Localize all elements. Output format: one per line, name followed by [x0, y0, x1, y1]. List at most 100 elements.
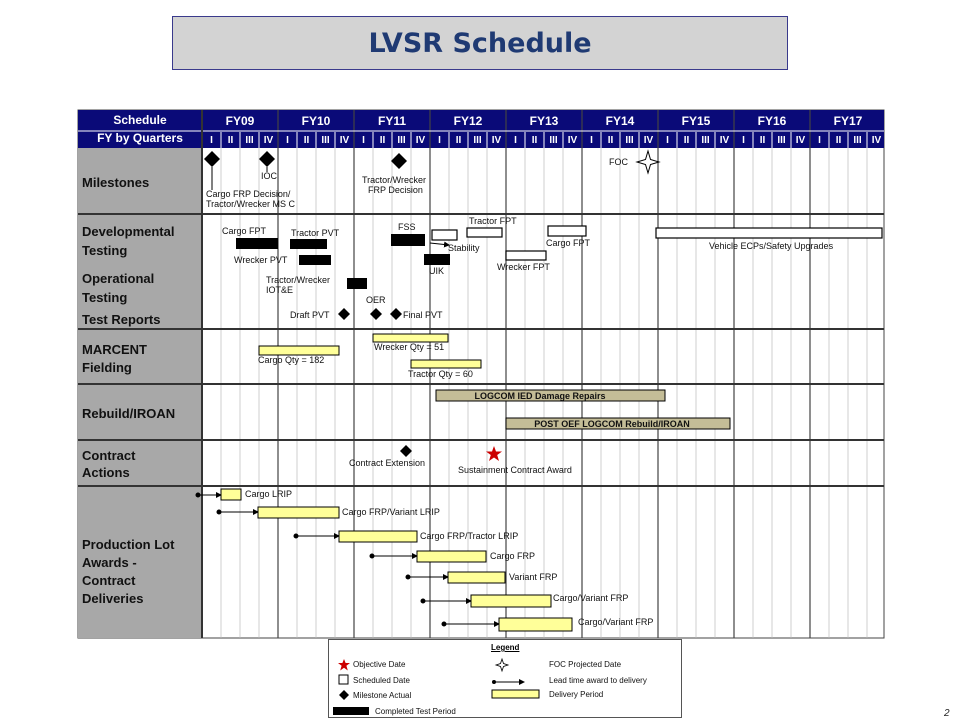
label-post-oef: POST OEF LOGCOM Rebuild/IROAN [534, 419, 690, 429]
label-cargo-variant-frp-2: Cargo/Variant FRP [578, 617, 653, 627]
quarter-label: IV [872, 135, 882, 146]
quarter-label: III [397, 135, 406, 146]
quarter-label: IV [720, 135, 730, 146]
label-wrecker-pvt: Wrecker PVT [234, 255, 288, 265]
schedule-header: Schedule [113, 113, 167, 127]
scheduled-test-box [547, 225, 587, 237]
quarter-label: IV [264, 135, 274, 146]
quarter-label: IV [416, 135, 426, 146]
quarter-label: I [742, 135, 745, 146]
quarter-label: I [590, 135, 593, 146]
quarter-label: II [608, 135, 614, 146]
label-foc: FOC [609, 157, 628, 167]
quarter-label: II [836, 135, 842, 146]
legend-scheduled-box-icon [338, 674, 349, 685]
quarter-label: III [777, 135, 786, 146]
delivery-bar [220, 488, 242, 501]
legend-objective-date: Objective Date [353, 660, 406, 669]
label-tw-frp-1: Tractor/Wrecker [362, 175, 426, 185]
year-label: FY09 [226, 114, 255, 128]
label-oer: OER [366, 295, 386, 305]
year-label: FY16 [758, 114, 787, 128]
legend-objective-star-icon [338, 659, 350, 671]
milestone-diamond [259, 151, 275, 167]
quarter-label: I [210, 135, 213, 146]
delivery-bar [338, 530, 418, 543]
row-rebuild: Rebuild/IROAN [82, 406, 175, 421]
row-op-testing-1: Operational [82, 271, 154, 286]
label-tractor-wrecker-msc: Tractor/Wrecker MS C [206, 199, 296, 209]
year-label: FY11 [378, 114, 406, 128]
quarter-label: II [380, 135, 386, 146]
milestone-diamond [204, 151, 220, 167]
row-test-reports: Test Reports [82, 312, 161, 327]
label-cargo-fpt-2: Cargo FPT [546, 238, 591, 248]
milestone-diamond [370, 308, 382, 320]
completed-test-bar [391, 234, 425, 246]
row-op-testing-2: Testing [82, 290, 127, 305]
milestone-diamond [400, 445, 412, 457]
completed-test-bar [290, 239, 327, 249]
post-oef-bar [505, 417, 731, 430]
quarter-label: I [362, 135, 365, 146]
quarter-label: III [701, 135, 710, 146]
row-dev-testing-2: Testing [82, 243, 127, 258]
milestone-diamond [338, 308, 350, 320]
completed-test-bar [236, 238, 278, 249]
legend-milestone-diamond-icon [339, 690, 349, 700]
quarter-label: I [666, 135, 669, 146]
label-tw-iote-2: IOT&E [266, 285, 293, 295]
row-contract-2: Actions [82, 465, 130, 480]
label-cargo-frp-variant-lrip: Cargo FRP/Variant LRIP [342, 507, 440, 517]
completed-test-bar [299, 255, 331, 265]
delivery-bar [410, 359, 482, 369]
foc-star-icon [635, 149, 661, 175]
milestone-diamond [391, 153, 407, 169]
label-uik: UIK [429, 266, 444, 276]
quarter-label: IV [644, 135, 654, 146]
label-tractor-qty: Tractor Qty = 60 [408, 369, 473, 379]
legend-title: Legend [491, 643, 520, 652]
label-tractor-fpt: Tractor FPT [469, 216, 517, 226]
label-wrecker-fpt: Wrecker FPT [497, 262, 550, 272]
label-ioc: IOC [261, 171, 278, 181]
legend: Legend Objective Date Scheduled Date Mil… [328, 639, 682, 718]
delivery-bar [447, 571, 506, 584]
quarter-label: II [304, 135, 310, 146]
scheduled-test-box [466, 227, 503, 238]
quarter-label: III [473, 135, 482, 146]
label-cargo-fpt-1: Cargo FPT [222, 226, 267, 236]
label-logcom-ied: LOGCOM IED Damage Repairs [474, 391, 605, 401]
quarter-label: II [532, 135, 538, 146]
label-wrecker-qty: Wrecker Qty = 51 [374, 342, 444, 352]
milestone-diamond [390, 308, 402, 320]
label-cargo-variant-frp-1: Cargo/Variant FRP [553, 593, 628, 603]
row-production-1: Production Lot [82, 537, 175, 552]
year-label: FY10 [302, 114, 331, 128]
quarter-label: IV [568, 135, 578, 146]
quarter-label: I [438, 135, 441, 146]
legend-delivery-bar-icon [491, 689, 540, 699]
label-final-pvt: Final PVT [403, 310, 443, 320]
completed-test-bar [347, 278, 367, 289]
delivery-bar [416, 550, 487, 563]
delivery-bar [470, 594, 552, 608]
label-contract-extension: Contract Extension [349, 458, 425, 468]
legend-completed-bar-icon [333, 707, 369, 715]
label-cargo-frp-tractor-lrip: Cargo FRP/Tractor LRIP [420, 531, 518, 541]
quarter-label: III [245, 135, 254, 146]
quarter-label: II [684, 135, 690, 146]
row-marcent-1: MARCENT [82, 342, 147, 357]
fy-quarters-header: FY by Quarters [97, 131, 183, 145]
legend-scheduled-date: Scheduled Date [353, 676, 410, 685]
row-contract-1: Contract [82, 448, 136, 463]
row-production-3: Contract [82, 573, 136, 588]
delivery-bar [257, 506, 340, 519]
quarter-label: IV [340, 135, 350, 146]
delivery-bar [498, 617, 573, 632]
page-number: 2 [944, 708, 950, 719]
quarter-label: III [549, 135, 558, 146]
row-milestones: Milestones [82, 175, 149, 190]
legend-foc-star-icon [494, 657, 510, 673]
scheduled-test-box [505, 250, 547, 261]
